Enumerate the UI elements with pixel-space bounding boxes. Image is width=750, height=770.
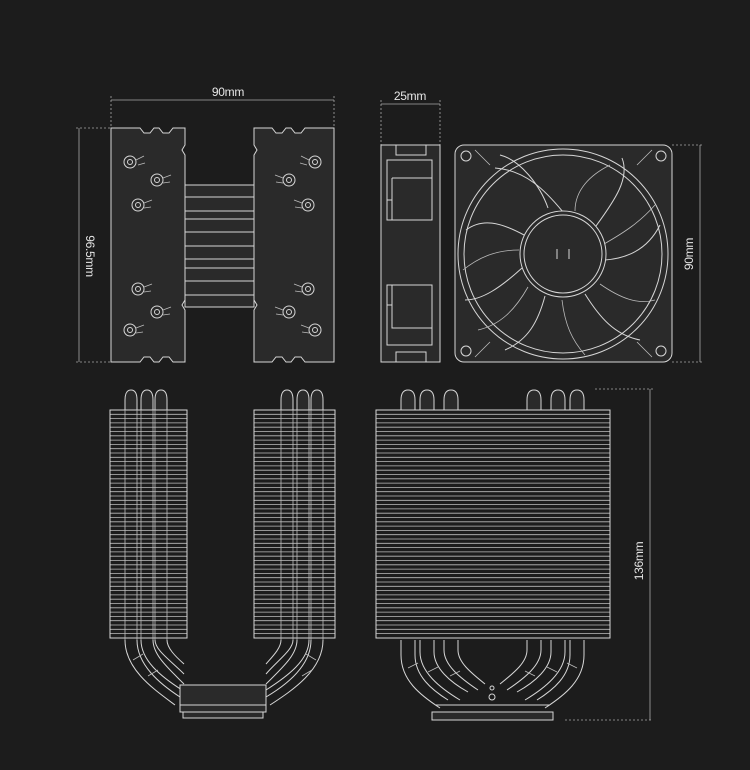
front-base-plate	[431, 685, 554, 721]
fan-thickness-label: 25mm	[394, 89, 426, 103]
front-fin-outline	[375, 409, 611, 639]
front-heatpipe-tips	[400, 389, 585, 411]
side-heatpipe-lines	[124, 410, 324, 640]
height-label: 96.5mm	[83, 235, 97, 277]
heatpipe-ends	[123, 155, 322, 337]
side-heatpipe-bends	[124, 639, 324, 706]
front-heatpipe-bends	[400, 640, 585, 709]
front-fin-stack	[375, 409, 611, 639]
total-height-label: 136mm	[632, 541, 646, 580]
left-fin-stack	[109, 409, 188, 639]
fan-blades	[462, 154, 661, 356]
top-view: 90mm 96.5mm	[76, 85, 335, 363]
fan-hub	[519, 210, 607, 298]
fan-front-view: 90mm	[454, 144, 704, 363]
right-fin-block	[253, 127, 335, 363]
fan-size-label: 90mm	[682, 238, 696, 270]
right-heatpipe-tips	[280, 389, 324, 411]
heatpipe-bridge	[184, 184, 255, 308]
fan-side-view: 25mm	[380, 89, 441, 363]
left-heatpipe-tips	[124, 389, 168, 411]
right-fin-stack	[253, 409, 336, 639]
width-label: 90mm	[212, 85, 244, 99]
heatsink-front-view: 136mm	[375, 388, 653, 721]
fan-side-body	[380, 144, 441, 363]
side-base-plate	[179, 684, 267, 719]
side-fin-outline	[253, 409, 336, 639]
left-fin-block	[110, 127, 186, 363]
heatsink-side-view	[109, 389, 336, 719]
